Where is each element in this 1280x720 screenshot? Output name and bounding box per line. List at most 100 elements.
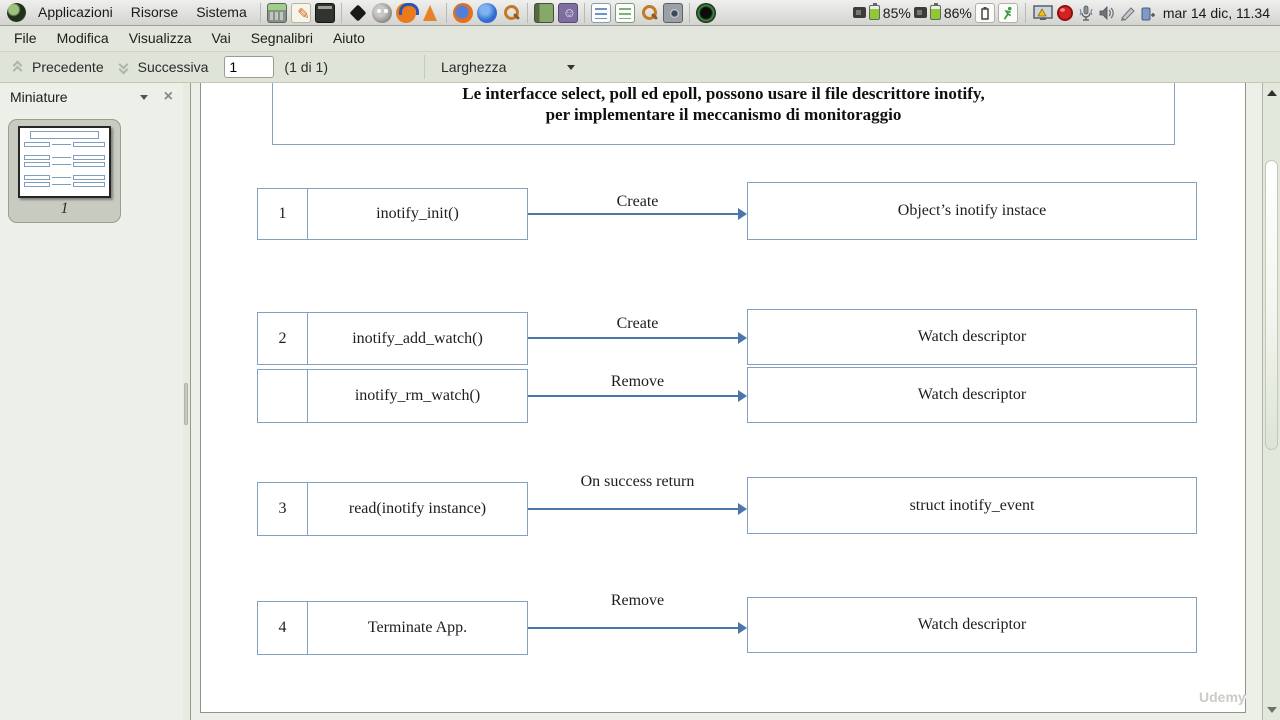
menu-file[interactable]: File [14, 30, 37, 46]
step-number [258, 370, 308, 422]
diagram-title-box: Le interfacce select, poll ed epoll, pos… [272, 83, 1175, 145]
top-panel: Applicazioni Risorse Sistema 85% 86% [0, 0, 1280, 26]
running-man-icon [1003, 6, 1012, 20]
step-function: Terminate App. [367, 619, 468, 636]
dropdown-caret-icon [567, 64, 575, 70]
screenshot-icon[interactable] [662, 2, 683, 23]
writer-document-icon[interactable] [590, 2, 611, 23]
clock[interactable]: mar 14 dic, 11.34 [1162, 4, 1270, 21]
diagram-title-line2: per implementare il meccanismo di monito… [545, 105, 902, 124]
arrow-label: Create [616, 315, 659, 332]
scroll-up-button[interactable] [1264, 85, 1279, 101]
chevron-down-icon [116, 59, 132, 75]
step-box: 4 Terminate App. [257, 601, 528, 655]
page-thumbnail[interactable]: 1 [8, 119, 121, 223]
menu-segnalibri[interactable]: Segnalibri [250, 30, 313, 46]
step-number: 4 [258, 602, 308, 654]
search-icon[interactable] [501, 3, 521, 23]
panel-separator [526, 2, 528, 23]
power-manager-icon[interactable] [1140, 5, 1156, 21]
zoom-mode-dropdown[interactable]: Larghezza [433, 57, 583, 77]
sidebar-close-icon[interactable]: × [163, 88, 173, 105]
next-page-button[interactable]: Successiva [112, 57, 217, 77]
battery2-icon[interactable] [929, 3, 941, 20]
arrow-label: Remove [610, 592, 665, 609]
arrow-icon [528, 208, 747, 220]
pane-splitter[interactable] [183, 83, 190, 720]
step-box: 3 read(inotify instance) [257, 482, 528, 536]
vertical-scrollbar[interactable] [1262, 83, 1280, 720]
result-box: Object’s inotify instace [747, 182, 1197, 240]
battery-applet-icon[interactable] [913, 7, 927, 18]
scroll-down-button[interactable] [1264, 702, 1279, 718]
arrow-icon [528, 332, 747, 344]
screen-recorder-icon[interactable] [695, 2, 716, 23]
previous-label: Precedente [32, 59, 104, 75]
step-function: inotify_add_watch() [352, 329, 483, 347]
battery-applet-icon[interactable] [852, 7, 866, 18]
document-viewport[interactable]: Le interfacce select, poll ed epoll, pos… [190, 83, 1262, 720]
file-search-icon[interactable] [639, 3, 659, 23]
step-number: 2 [258, 313, 308, 364]
document-page: Le interfacce select, poll ed epoll, pos… [200, 83, 1246, 713]
terminal-icon[interactable] [314, 2, 335, 23]
microphone-icon[interactable] [1077, 5, 1095, 21]
step-function: read(inotify instance) [348, 500, 487, 517]
vlc-icon[interactable] [420, 3, 440, 23]
panel-separator [688, 2, 690, 23]
arrow-icon [528, 390, 747, 402]
triangle-up-icon [1266, 90, 1277, 96]
inkscape-icon[interactable] [348, 3, 368, 23]
spreadsheet-icon[interactable] [614, 2, 635, 23]
diagram-title-line1: Le interfacce select, poll ed epoll, pos… [462, 84, 985, 103]
page-count-label: (1 di 1) [284, 59, 328, 75]
menu-risorse[interactable]: Risorse [130, 4, 179, 20]
zoom-mode-label: Larghezza [441, 59, 507, 75]
record-icon[interactable] [1056, 4, 1074, 22]
calculator-icon[interactable] [266, 2, 287, 23]
arrow-icon [528, 622, 747, 634]
firefox-icon[interactable] [452, 2, 473, 23]
character-map-icon[interactable] [557, 2, 578, 23]
arrow-label: Create [616, 193, 659, 210]
result-box: Watch descriptor [747, 309, 1197, 365]
gimp-icon[interactable] [371, 2, 392, 23]
menu-vai[interactable]: Vai [211, 30, 231, 46]
menu-sistema[interactable]: Sistema [196, 4, 247, 20]
text-editor-icon[interactable] [290, 2, 311, 23]
previous-page-button[interactable]: Precedente [6, 57, 112, 77]
battery-small-icon [981, 6, 989, 20]
menu-applicazioni[interactable]: Applicazioni [38, 4, 113, 20]
dictionary-icon[interactable] [533, 2, 554, 23]
thunderbird-icon[interactable] [476, 2, 497, 23]
volume-icon[interactable] [1098, 5, 1116, 21]
panel-separator [259, 2, 261, 23]
logout-button[interactable] [997, 2, 1018, 23]
menu-modifica[interactable]: Modifica [56, 30, 109, 46]
result-box: Watch descriptor [747, 367, 1197, 423]
stylus-icon[interactable] [1119, 5, 1137, 21]
triangle-down-icon [1266, 707, 1277, 713]
battery1-icon[interactable] [868, 3, 880, 20]
step-box: inotify_rm_watch() [257, 369, 528, 423]
distro-menu-icon[interactable] [7, 3, 26, 22]
tray-separator [1024, 2, 1026, 23]
step-number: 3 [258, 483, 308, 535]
toolbar: Precedente Successiva (1 di 1) Larghezza [0, 52, 1280, 83]
system-tray: 85% 86% [852, 2, 1276, 23]
audacity-icon[interactable] [395, 2, 419, 23]
main-area: Miniature × 1 Le interfacce select [0, 83, 1280, 720]
menu-visualizza[interactable]: Visualizza [128, 30, 192, 46]
sidebar-dropdown-icon[interactable] [139, 94, 148, 100]
page-number-input[interactable] [224, 56, 275, 78]
battery-status-button[interactable] [974, 2, 995, 23]
thumbnails-sidebar: Miniature × 1 [0, 83, 183, 720]
step-function: inotify_rm_watch() [354, 387, 481, 404]
splitter-handle[interactable] [184, 383, 188, 425]
scrollbar-thumb[interactable] [1265, 160, 1278, 450]
step-number: 1 [258, 189, 308, 239]
panel-separator [583, 2, 585, 23]
display-warning-icon[interactable] [1033, 4, 1053, 21]
menu-aiuto[interactable]: Aiuto [332, 30, 365, 46]
sidebar-header: Miniature × [0, 83, 183, 111]
